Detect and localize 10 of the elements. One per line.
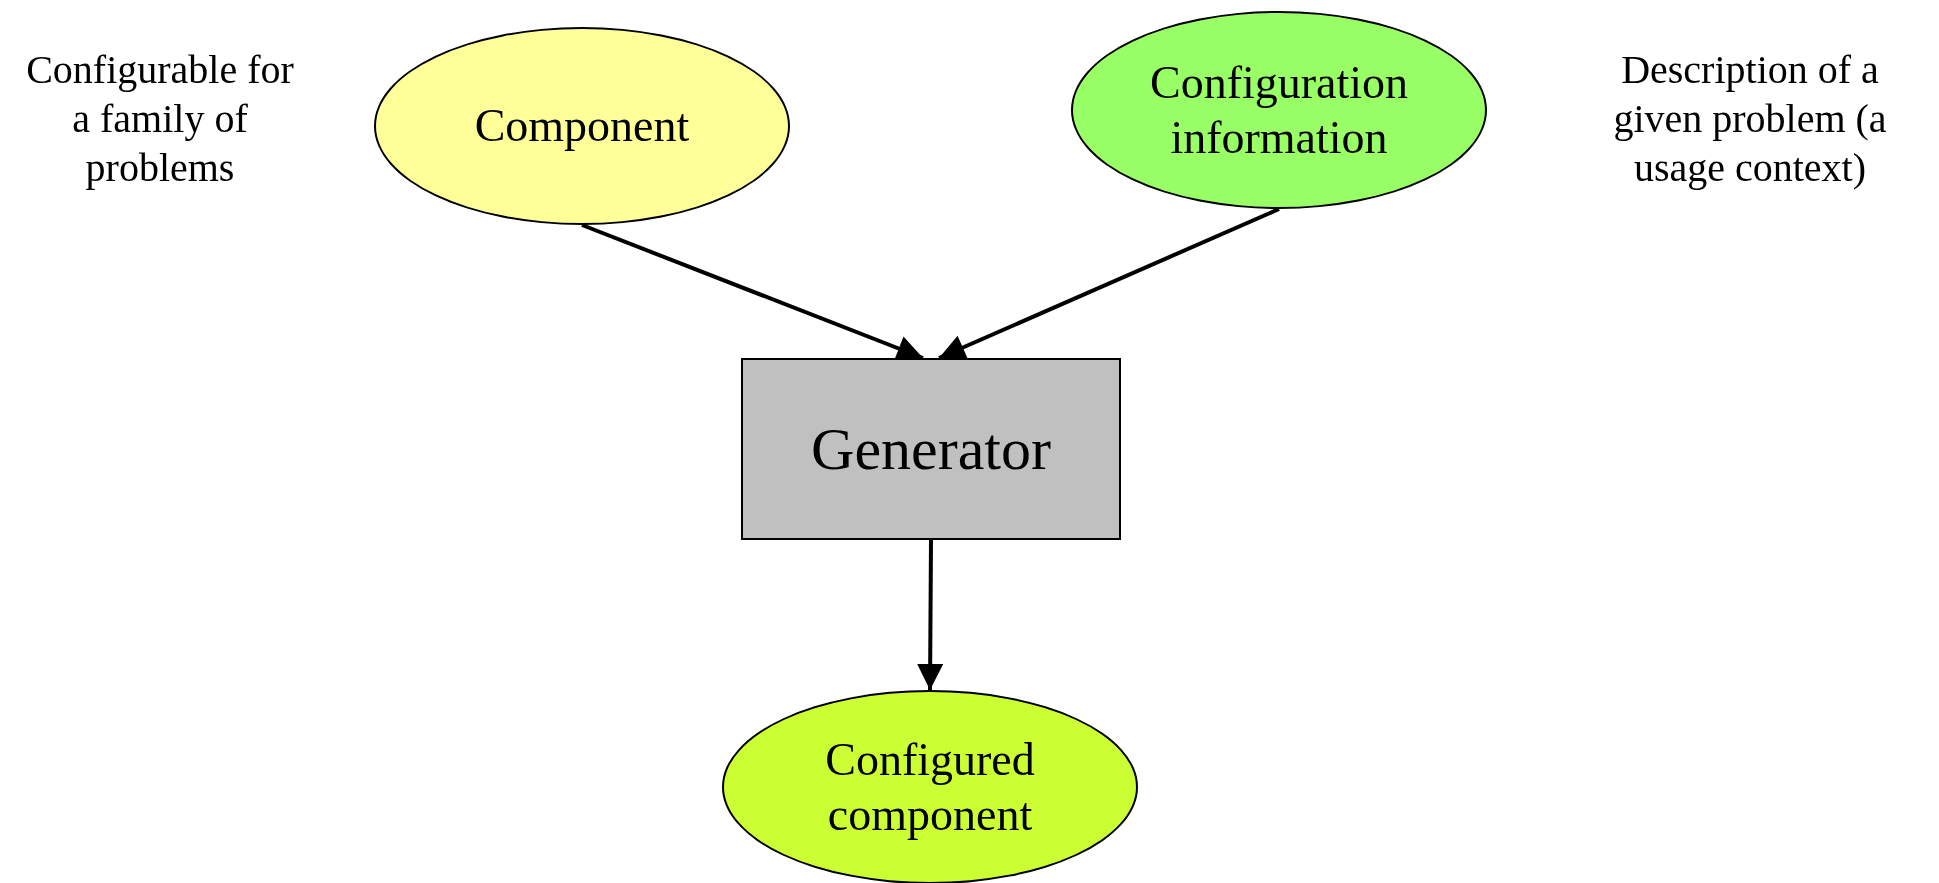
- node-note: Configurable for a family of problems: [25, 46, 295, 192]
- node-note: Description of a given problem (a usage context): [1612, 46, 1888, 192]
- node-label: Component: [474, 99, 690, 154]
- node-label: Configured component: [824, 732, 1036, 842]
- arrow: [938, 207, 1280, 360]
- arrow: [917, 540, 944, 690]
- arrow: [581, 223, 924, 361]
- node-label: Configuration information: [1148, 55, 1410, 165]
- process-box: [741, 358, 1121, 540]
- node-label: Generator: [811, 415, 1051, 484]
